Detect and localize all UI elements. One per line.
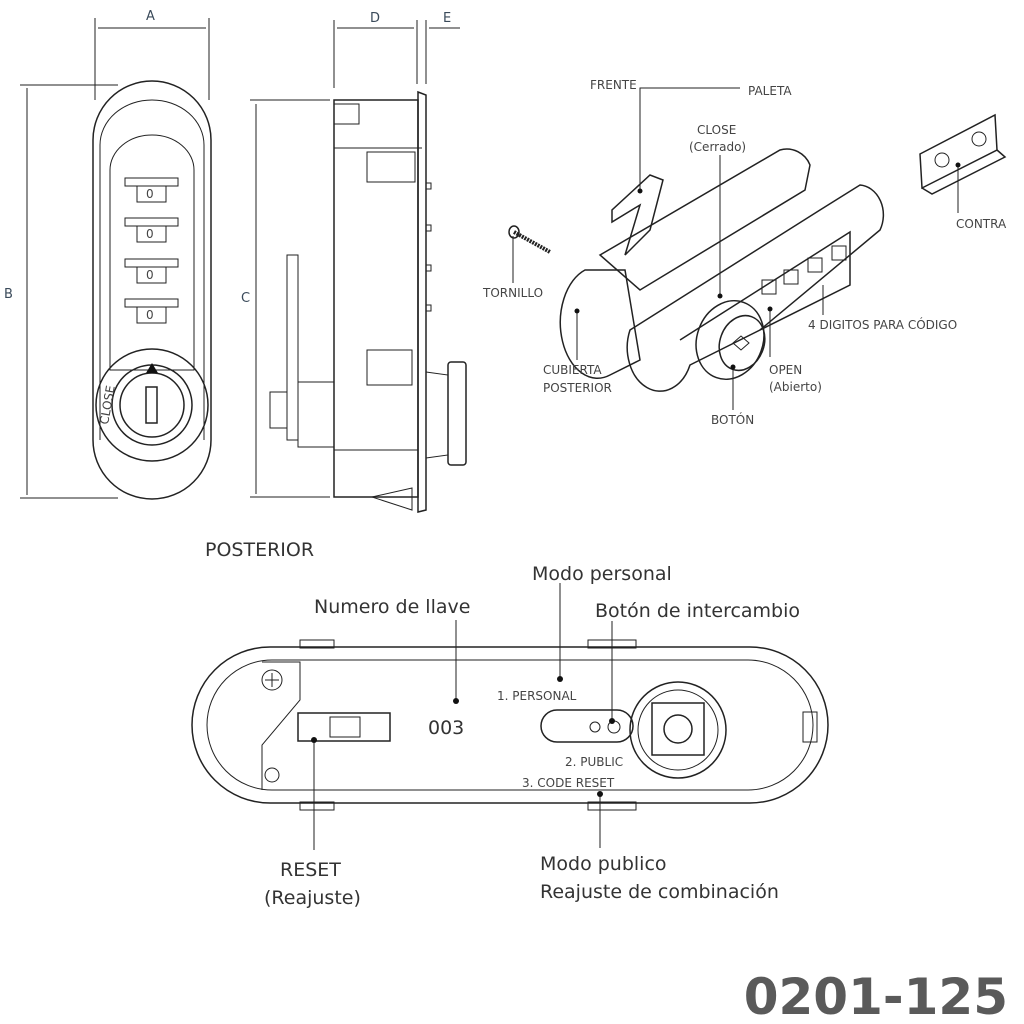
isometric-view: FRENTE PALETA CLOSE (Cerrado) TORNILLO C…: [482, 78, 1007, 427]
iso-code-dials: [761, 245, 847, 295]
code-dial[interactable]: 0: [124, 177, 179, 203]
dim-c-label: C: [241, 291, 250, 306]
dim-d-label: D: [370, 11, 380, 26]
iso-knob: [695, 300, 765, 380]
label-posterior: POSTERIOR: [543, 381, 612, 395]
arrow-up-icon: [146, 363, 158, 373]
reset-slider[interactable]: [297, 712, 391, 742]
key-number: 003: [428, 717, 464, 739]
label-cubierta: CUBIERTA: [543, 363, 602, 377]
label-abierto: (Abierto): [769, 380, 822, 394]
label-4-digitos: 4 DIGITOS PARA CÓDIGO: [808, 317, 957, 332]
label-boton-intercambio: Botón de intercambio: [595, 600, 800, 622]
code-dial[interactable]: 0: [124, 258, 179, 284]
label-personal: 1. PERSONAL: [497, 689, 577, 703]
paleta-cam: [611, 174, 664, 256]
rear-frame: [598, 148, 811, 291]
close-mark: CLOSE: [97, 384, 118, 425]
label-reajuste-combinacion: Reajuste de combinación: [540, 881, 779, 903]
label-cerrado: (Cerrado): [689, 140, 746, 154]
dim-a-label: A: [146, 9, 155, 24]
side-view: D E C: [241, 11, 467, 513]
label-public: 2. PUBLIC: [565, 755, 623, 769]
code-dials: 0 0 0 0: [124, 177, 179, 324]
rear-view-title: POSTERIOR: [205, 539, 314, 561]
dim-e-label: E: [443, 11, 451, 26]
label-open: OPEN: [769, 363, 802, 377]
mode-switch-slot[interactable]: [540, 709, 634, 743]
screw-icon: [508, 225, 551, 254]
label-paleta: PALETA: [748, 84, 792, 98]
front-view: A B 0 0 0 0 CLOSE: [4, 9, 212, 500]
svg-text:0: 0: [146, 227, 154, 241]
knob-outer: [95, 348, 209, 462]
label-contra: CONTRA: [956, 217, 1007, 231]
rear-housing: [191, 646, 829, 804]
label-reset: RESET: [280, 859, 341, 881]
label-tornillo: TORNILLO: [482, 286, 543, 300]
screw-head-icon: [261, 669, 283, 691]
svg-text:0: 0: [146, 187, 154, 201]
svg-text:0: 0: [146, 268, 154, 282]
code-dial[interactable]: 0: [124, 217, 179, 243]
label-code-reset: 3. CODE RESET: [522, 776, 615, 790]
strike-plate-contra: [919, 113, 1007, 195]
svg-text:0: 0: [146, 308, 154, 322]
label-numero-llave: Numero de llave: [314, 596, 470, 618]
label-close: CLOSE: [697, 123, 736, 137]
product-code: 0201-125: [744, 968, 1008, 1024]
label-reajuste: (Reajuste): [264, 887, 361, 909]
front-body: [626, 184, 885, 392]
key-cylinder[interactable]: [119, 372, 185, 438]
label-modo-publico: Modo publico: [540, 853, 667, 875]
label-boton: BOTÓN: [711, 412, 754, 427]
dim-b-label: B: [4, 287, 13, 302]
rear-view: POSTERIOR Modo personal Numero de llave …: [191, 539, 829, 909]
code-dial[interactable]: 0: [124, 298, 179, 324]
label-frente: FRENTE: [590, 78, 637, 92]
label-modo-personal: Modo personal: [532, 563, 672, 585]
